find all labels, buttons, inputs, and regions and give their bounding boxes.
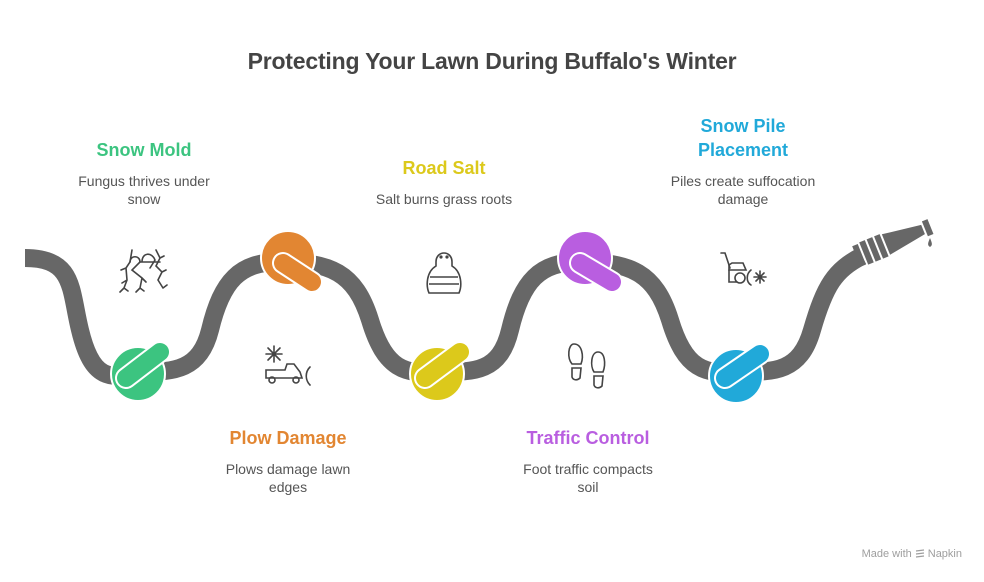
description-line: Salt burns grass roots xyxy=(375,191,513,207)
description-line: damage xyxy=(717,191,769,207)
made-with-napkin-badge[interactable]: Made with Napkin xyxy=(862,548,962,560)
step-label: Snow Pile Placement xyxy=(643,114,843,162)
step-road-salt: Road Salt Salt burns grass roots xyxy=(344,156,544,208)
footprints-icon xyxy=(568,343,606,389)
step-description: Fungus thrives under snow xyxy=(44,172,244,208)
description-line: Plows damage lawn xyxy=(225,461,351,477)
step-traffic-control: Traffic Control Foot traffic compacts so… xyxy=(488,426,688,496)
step-plow-damage: Plow Damage Plows damage lawn edges xyxy=(188,426,388,496)
step-description: Piles create suffocation damage xyxy=(643,172,843,208)
page-title: Protecting Your Lawn During Buffalo's Wi… xyxy=(247,48,737,74)
knot-snow-pile-placement xyxy=(708,343,771,404)
description-line: Piles create suffocation xyxy=(670,173,816,189)
knot-snow-mold xyxy=(110,341,171,402)
description-line: Fungus thrives under xyxy=(78,173,210,189)
label-line: Snow Pile xyxy=(700,116,786,136)
description-line: soil xyxy=(577,479,599,495)
label-line: Placement xyxy=(697,140,789,160)
description-line: edges xyxy=(268,479,308,495)
salt-shaker-icon xyxy=(426,252,462,294)
snowplow-truck-icon xyxy=(265,345,311,386)
step-description: Plows damage lawn edges xyxy=(188,460,388,496)
snowblower-icon xyxy=(720,252,767,286)
footer-text: Made with xyxy=(861,548,912,560)
step-label: Plow Damage xyxy=(229,428,347,448)
description-line: snow xyxy=(127,191,161,207)
step-label: Snow Mold xyxy=(96,140,192,160)
knot-plow-damage xyxy=(260,230,323,293)
hose-nozzle-icon xyxy=(852,219,934,267)
step-label: Road Salt xyxy=(402,158,486,178)
step-description: Foot traffic compacts soil xyxy=(488,460,688,496)
step-snow-pile-placement: Snow Pile Placement Piles create suffoca… xyxy=(643,114,843,208)
step-description: Salt burns grass roots xyxy=(344,190,544,208)
knot-road-salt xyxy=(409,341,471,402)
step-snow-mold: Snow Mold Fungus thrives under snow xyxy=(44,138,244,208)
mold-roots-icon xyxy=(119,249,168,293)
knot-traffic-control xyxy=(557,230,623,293)
napkin-logo-icon xyxy=(915,549,925,559)
step-label: Traffic Control xyxy=(526,428,650,448)
description-line: Foot traffic compacts xyxy=(523,461,653,477)
footer-brand: Napkin xyxy=(927,548,962,560)
